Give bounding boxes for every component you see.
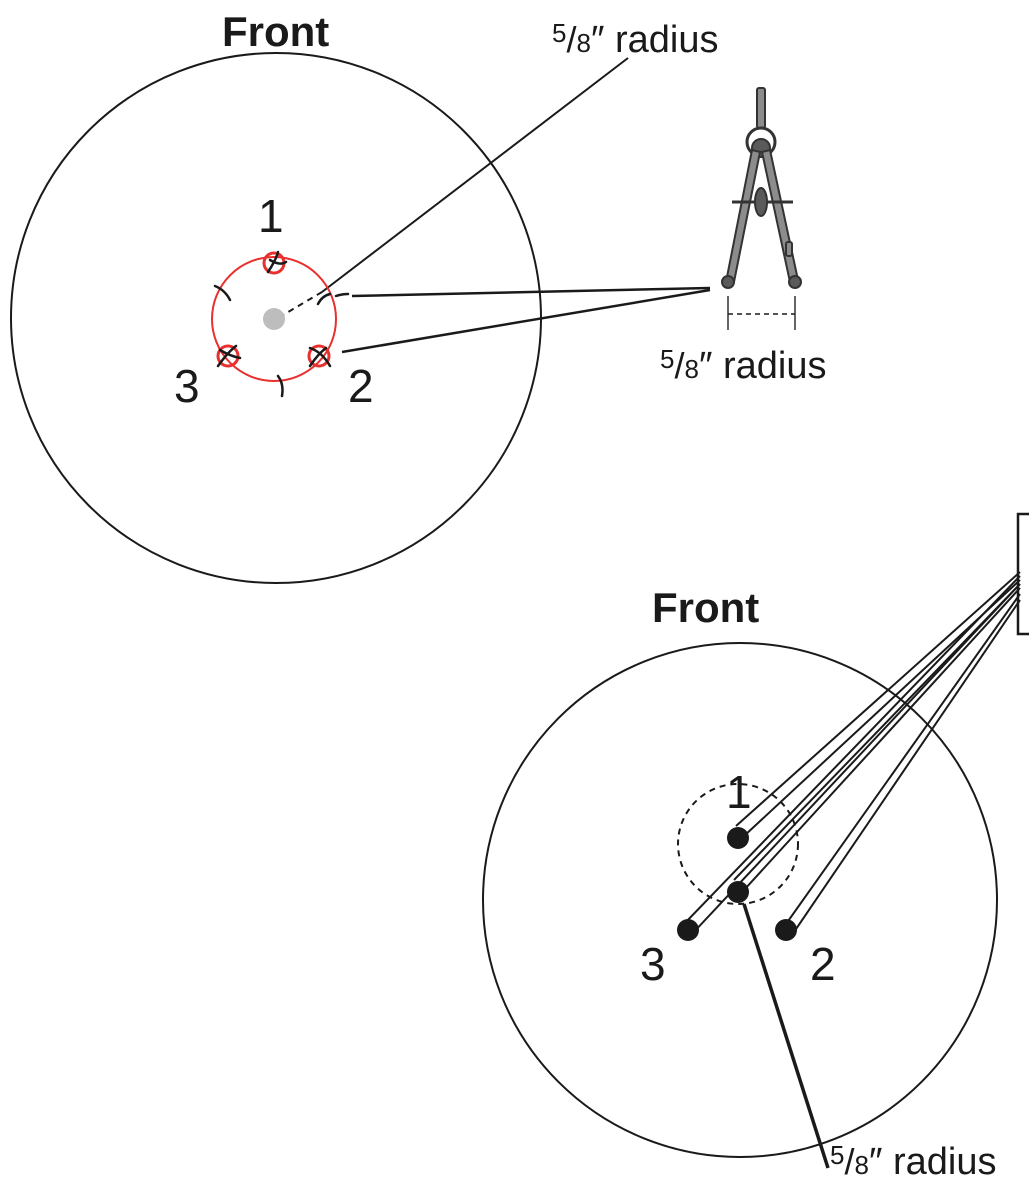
top-measure-label: 5/8″ radius — [552, 18, 718, 61]
top-arc-2b — [308, 346, 328, 368]
bottom-radius-leader — [742, 903, 830, 1169]
bottom-guide-circle — [677, 783, 799, 905]
top-point-label-3: 3 — [174, 360, 200, 412]
bottom-figure-title: Front — [652, 584, 759, 631]
top-arc-3b — [218, 348, 242, 360]
top-arc-right-1 — [316, 292, 332, 306]
bottom-point-3 — [677, 919, 699, 941]
top-point-label-1: 1 — [258, 190, 284, 242]
leader-point-2b — [793, 599, 1021, 933]
top-compass-leader-2 — [341, 288, 711, 354]
top-arc-bottom — [276, 374, 284, 398]
top-arc-2 — [308, 346, 332, 368]
leader-point-1 — [735, 571, 1021, 827]
top-figure-title: Front — [222, 8, 329, 55]
top-arc-right-2 — [334, 292, 350, 298]
top-radius-dashed — [277, 291, 323, 319]
top-construction-circle — [211, 256, 337, 382]
top-point-2-marker — [307, 344, 331, 368]
bottom-point-1 — [727, 827, 749, 849]
top-point-label-2: 2 — [348, 360, 374, 412]
leader-point-2 — [785, 593, 1021, 925]
bottom-point-2 — [775, 919, 797, 941]
top-arc-left — [213, 284, 232, 302]
bottom-outer-circle — [482, 642, 998, 1158]
bottom-figure: Front 1 2 3 5/8″ radius — [482, 512, 1029, 1183]
leader-center — [733, 583, 1021, 881]
bottom-point-label-1: 1 — [726, 766, 752, 818]
top-arc-1b — [268, 258, 288, 265]
leader-point-3 — [683, 575, 1021, 925]
bottom-point-label-2: 2 — [810, 938, 836, 990]
bottom-point-label-3: 3 — [640, 938, 666, 990]
bottom-measure-label: 5/8″ radius — [830, 1140, 996, 1183]
compass-measure-label: 5/8″ radius — [660, 344, 826, 387]
top-point-3-marker — [216, 344, 240, 368]
top-leader-line — [321, 57, 629, 293]
top-compass-leader-1 — [351, 286, 711, 298]
bottom-center-point — [727, 881, 749, 903]
top-center-mark — [263, 308, 285, 330]
leader-center-b — [743, 587, 1021, 891]
callout-box-edge — [1016, 512, 1029, 636]
top-figure: Front 5/8″ radius 1 2 3 — [10, 8, 718, 584]
compass-icon — [721, 87, 802, 330]
leader-point-3b — [691, 583, 1021, 935]
